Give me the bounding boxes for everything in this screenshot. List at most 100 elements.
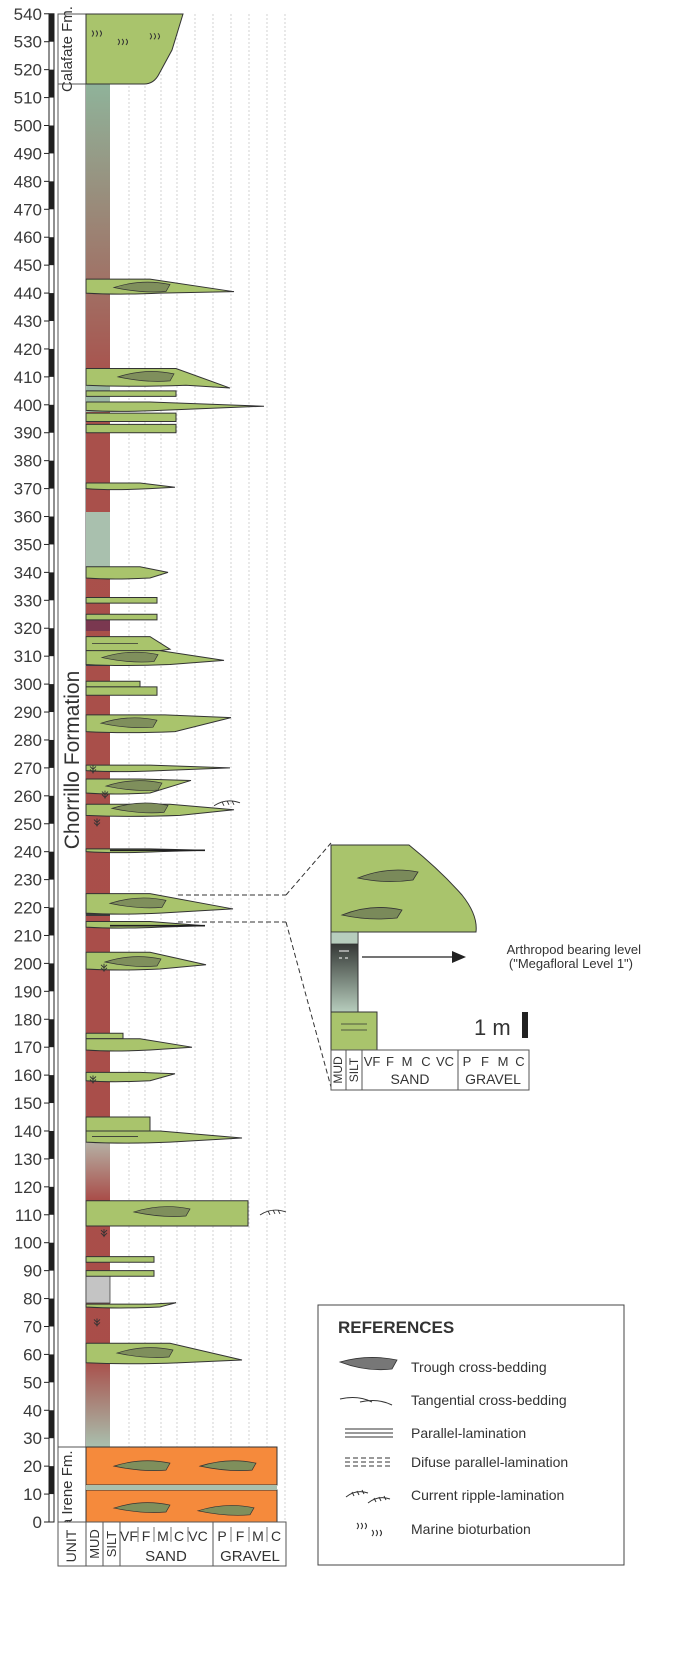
parallel-lamination-icon (345, 1428, 393, 1438)
inset-gravel-class-label: M (498, 1054, 509, 1069)
axis-tick-label: 130 (14, 1150, 42, 1169)
inset-connector-top-diag (285, 842, 332, 896)
axis-tick-label: 450 (14, 256, 42, 275)
trough-cross-bedding-mark (99, 717, 158, 729)
axis-bar-segment (49, 628, 54, 657)
inset-trough-1 (356, 869, 419, 882)
trough-cross-bedding-mark (110, 802, 169, 814)
inset-scale-bar (522, 1012, 528, 1038)
axis-bar-segment (49, 1466, 54, 1495)
sand-class-label: M (157, 1528, 169, 1544)
axis-tick-label: 160 (14, 1066, 42, 1085)
calafate-unit-label: Calafate Fm. (59, 6, 76, 92)
inset-sand-class-label: C (421, 1054, 430, 1069)
sandstone-bed (85, 1038, 193, 1052)
axis-tick-label: 210 (14, 926, 42, 945)
axis-tick-label: 20 (23, 1457, 42, 1476)
gravel-class-label: F (236, 1528, 245, 1544)
gravel-class-label: M (252, 1528, 264, 1544)
burrow-mark (89, 1075, 97, 1084)
burrow-mark (100, 963, 108, 972)
sandstone-bed (85, 636, 172, 653)
axis-tick-label: 40 (23, 1401, 42, 1420)
sandstone-bed (85, 1302, 177, 1309)
axis-tick-label: 390 (14, 424, 42, 443)
legend-item-bioturbation: Marine bioturbation (356, 1521, 531, 1537)
axis-tick-label: 270 (14, 759, 42, 778)
axis-tick-label: 110 (15, 1206, 42, 1225)
axis-bar-segment (49, 963, 54, 992)
axis-tick-label: 370 (14, 480, 42, 499)
axis-tick-label: 410 (14, 368, 42, 387)
axis-tick-label: 230 (14, 871, 42, 890)
axis-tick-label: 420 (14, 340, 42, 359)
trough-cross-bedding-icon (338, 1357, 398, 1371)
legend-label-5: Marine bioturbation (411, 1521, 531, 1537)
sandstone-bed (85, 680, 141, 688)
chorrillo-unit-label: Chorrillo Formation (61, 671, 84, 850)
trough-cross-bedding-mark (103, 956, 162, 967)
trough-cross-bedding-mark (112, 1502, 171, 1513)
trough-cross-bedding-mark (196, 1505, 255, 1516)
legend-item-ripple: Current ripple-lamination (345, 1487, 564, 1504)
inset-annotation-line1: Arthropod bearing level (507, 942, 642, 957)
inset-arrow-head (452, 951, 466, 963)
current-ripple-mark (259, 1209, 287, 1216)
axis-tick-label: 510 (14, 89, 42, 108)
sandstone-bed (85, 401, 265, 412)
la-irene-unit-label: La Irene Fm. (59, 1450, 76, 1535)
sandstone-bed (85, 423, 177, 434)
axis-tick-label: 400 (14, 396, 42, 415)
gravel-header: GRAVEL (220, 1548, 280, 1565)
inset-sandstone-bed (330, 844, 477, 933)
tangential-cross-bedding-icon (339, 1397, 393, 1406)
inset-mud-header: MUD (331, 1056, 345, 1084)
marine-bioturbation-mark (91, 30, 102, 37)
inset-trough-2 (340, 907, 403, 920)
burrow-mark (100, 1229, 108, 1238)
axis-tick-label: 280 (14, 731, 42, 750)
axis-tick-label: 150 (14, 1094, 42, 1113)
trough-cross-bedding-mark (112, 281, 171, 293)
axis-bar-segment (49, 181, 54, 210)
sandstone-bed (85, 566, 169, 580)
axis-tick-label: 220 (14, 899, 42, 918)
gravel-class-label: C (271, 1528, 281, 1544)
axis-bar-segment (49, 1186, 54, 1215)
references-title: REFERENCES (338, 1318, 454, 1337)
marine-bioturbation-mark (149, 32, 160, 40)
axis-tick-label: 530 (14, 33, 42, 52)
axis-tick-label: 10 (23, 1485, 42, 1504)
current-ripple-lamination-icon (345, 1489, 391, 1504)
axis-tick-label: 180 (14, 1010, 42, 1029)
axis-tick-label: 170 (14, 1038, 42, 1057)
axis-bar-segment (49, 13, 54, 42)
axis-bar-segment (49, 69, 54, 98)
axis-bar-segment (49, 516, 54, 545)
legend-item-parallel: Parallel-lamination (345, 1425, 526, 1441)
sedimentary-structures (89, 30, 287, 1516)
axis-tick-label: 490 (14, 144, 42, 163)
sandstone-bed (85, 1032, 124, 1040)
marine-bioturbation-mark (117, 38, 128, 46)
axis-tick-label: 120 (14, 1178, 42, 1197)
inset-sand-class-label: F (386, 1054, 394, 1069)
trough-cross-bedding-mark (108, 897, 167, 909)
axis-bar-segment (49, 739, 54, 768)
trough-cross-bedding-mark (132, 1206, 191, 1217)
axis-bar-segment (49, 293, 54, 322)
legend-item-difuse: Difuse parallel-lamination (345, 1454, 568, 1470)
inset-sand-class-label: M (402, 1054, 413, 1069)
axis-tick-label: 80 (23, 1290, 42, 1309)
axis-tick-label: 260 (14, 787, 42, 806)
inset-gravel-header: GRAVEL (465, 1071, 521, 1087)
inset-annotation-line2: ("Megafloral Level 1") (509, 956, 633, 971)
axis-tick-label: 0 (33, 1513, 42, 1532)
axis-tick-label: 200 (14, 954, 42, 973)
axis-tick-label: 90 (23, 1262, 42, 1281)
burrow-mark (89, 765, 97, 774)
axis-tick-label: 440 (14, 284, 42, 303)
axis-tick-label: 520 (14, 61, 42, 80)
